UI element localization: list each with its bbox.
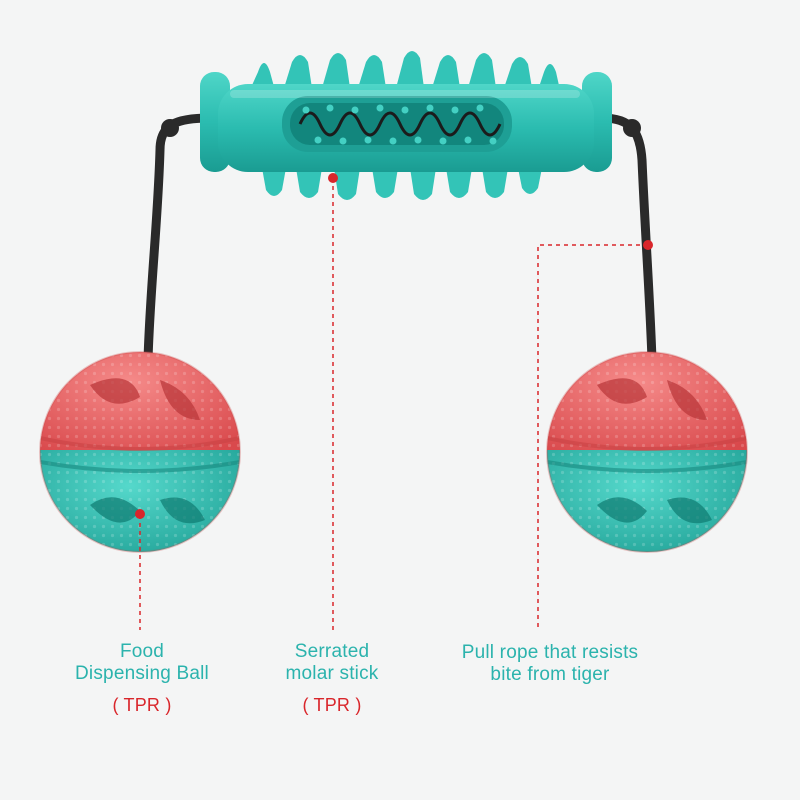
stick-label-line1: Serrated <box>294 641 370 662</box>
callout-dots <box>135 173 653 519</box>
rope-label-line2: bite from tiger <box>490 664 610 685</box>
rope-label-line1: Pull rope that resists <box>461 642 639 663</box>
pull-rope <box>143 113 657 365</box>
food-dispensing-ball <box>39 351 241 553</box>
food-dispensing-ball-right <box>546 351 748 553</box>
molar-stick <box>200 51 612 200</box>
rope-callout-label: Pull rope that resists bite from tiger <box>430 642 670 686</box>
stick-callout-label: Serrated molar stick ( TPR ) <box>252 641 412 716</box>
callout-lines <box>139 178 648 630</box>
ball-label-line2: Dispensing Ball <box>75 663 209 684</box>
stick-label-line2: molar stick <box>285 663 379 684</box>
ball-callout-label: Food Dispensing Ball ( TPR ) <box>52 641 232 716</box>
ball-material: ( TPR ) <box>112 695 172 715</box>
stick-material: ( TPR ) <box>302 695 362 715</box>
ball-label-line1: Food <box>119 641 165 662</box>
